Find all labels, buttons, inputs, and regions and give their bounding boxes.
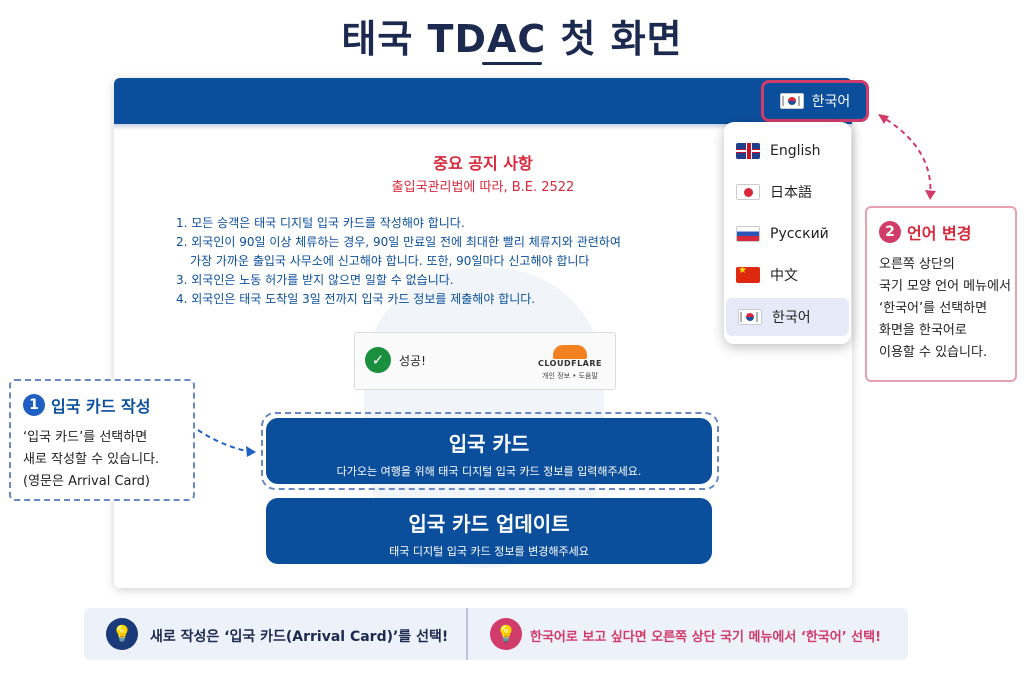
rule-item: 가장 가까운 출입국 사무소에 신고해야 합니다. 또한, 90일마다 신고해야… xyxy=(190,254,590,268)
language-option-label: 日本語 xyxy=(770,185,812,201)
step-number-badge: 1 xyxy=(23,394,45,416)
arrival-card-subtitle: 다가오는 여행을 위해 태국 디지털 입국 카드 정보를 입력해주세요. xyxy=(336,465,642,478)
cloudflare-captcha-widget[interactable]: ✓ 성공! CLOUDFLARE 개인 정보 • 도움말 xyxy=(354,332,616,390)
arrow-head-icon xyxy=(925,190,936,200)
cloudflare-logo: CLOUDFLARE 개인 정보 • 도움말 xyxy=(535,345,605,381)
top-navigation-bar xyxy=(114,78,852,124)
tips-divider xyxy=(466,608,468,660)
language-option-label: 中文 xyxy=(770,268,798,284)
language-button-label: 한국어 xyxy=(811,94,851,110)
page-title: 태국 TDAC 첫 화면 xyxy=(341,17,683,61)
language-option-korean[interactable]: 한국어 xyxy=(726,298,849,336)
callout-language-change: 2 언어 변경 오른쪽 상단의 국기 모양 언어 메뉴에서 ‘한국어’를 선택하면… xyxy=(865,206,1017,382)
language-option-label: Русский xyxy=(770,226,829,242)
update-card-title: 입국 카드 업데이트 xyxy=(408,512,570,536)
lightbulb-icon: 💡 xyxy=(106,618,138,650)
notice-subtitle: 출입국관리법에 따라, B.E. 2522 xyxy=(391,180,575,195)
update-card-subtitle: 태국 디지털 입국 카드 정보를 변경해주세요 xyxy=(389,545,589,558)
captcha-status: 성공! xyxy=(399,354,426,368)
rule-item: 2. 외국인이 90일 이상 체류하는 경우, 90일 만료일 전에 최대한 빨… xyxy=(176,235,621,249)
cloud-icon xyxy=(553,345,587,359)
language-option-chinese[interactable]: 中文 xyxy=(724,256,851,294)
notice-rules-list: 1. 모든 승객은 태국 디지털 입국 카드를 작성해야 합니다. 2. 외국인… xyxy=(176,214,736,309)
callout-body: ‘입국 카드’를 선택하면 새로 작성할 수 있습니다. (영문은 Arriva… xyxy=(23,427,159,493)
language-option-english[interactable]: English xyxy=(724,132,851,170)
callout-line: ‘한국어’를 선택하면 xyxy=(879,301,988,316)
callout-line: (영문은 Arrival Card) xyxy=(23,474,150,489)
rule-item: 1. 모든 승객은 태국 디지털 입국 카드를 작성해야 합니다. xyxy=(176,216,465,230)
arrival-card-button[interactable]: 입국 카드 다가오는 여행을 위해 태국 디지털 입국 카드 정보를 입력해주세… xyxy=(266,418,712,484)
tip-left-text: 새로 작성은 ‘입국 카드(Arrival Card)’를 선택! xyxy=(150,629,449,645)
language-option-japanese[interactable]: 日本語 xyxy=(724,173,851,211)
callout-line: 오른쪽 상단의 xyxy=(879,257,955,272)
callout-line: 화면을 한국어로 xyxy=(879,323,967,338)
arrival-card-highlight xyxy=(261,412,719,490)
korea-flag-icon xyxy=(738,309,762,325)
notice-title: 중요 공지 사항 xyxy=(433,154,533,173)
callout-title: 입국 카드 작성 xyxy=(51,397,151,416)
callout-arrival-card: 1 입국 카드 작성 ‘입국 카드’를 선택하면 새로 작성할 수 있습니다. (… xyxy=(9,379,195,501)
title-underline xyxy=(482,62,542,65)
japan-flag-icon xyxy=(736,184,760,200)
callout-line: ‘입국 카드’를 선택하면 xyxy=(23,430,148,445)
topbar-shadow xyxy=(114,124,852,130)
cloudflare-wordmark: CLOUDFLARE xyxy=(538,359,602,368)
callout-title: 언어 변경 xyxy=(907,224,972,243)
language-selector-button[interactable]: 한국어 xyxy=(761,80,869,122)
rule-item: 4. 외국인은 태국 도착일 3일 전까지 입국 카드 정보를 제출해야 합니다… xyxy=(176,292,536,306)
russia-flag-icon xyxy=(736,226,760,242)
arrow-head-icon xyxy=(878,114,889,124)
callout-line: 국기 모양 언어 메뉴에서 xyxy=(879,279,1011,294)
callout-line: 새로 작성할 수 있습니다. xyxy=(23,452,160,467)
step-number-badge: 2 xyxy=(879,221,901,243)
check-icon: ✓ xyxy=(365,347,391,373)
language-option-label: English xyxy=(770,143,821,159)
uk-flag-icon xyxy=(736,143,760,159)
language-option-russian[interactable]: Русский xyxy=(724,215,851,253)
language-dropdown-menu: English 日本語 Русский 中文 한국어 xyxy=(724,122,851,344)
callout-line: 이용할 수 있습니다. xyxy=(879,345,988,360)
captcha-links[interactable]: 개인 정보 • 도움말 xyxy=(542,372,598,380)
arrival-card-title: 입국 카드 xyxy=(448,432,530,456)
language-option-label: 한국어 xyxy=(772,310,811,326)
lightbulb-icon: 💡 xyxy=(490,618,522,650)
callout-header: 2 언어 변경 xyxy=(879,220,971,244)
callout-header: 1 입국 카드 작성 xyxy=(23,393,150,417)
callout-body: 오른쪽 상단의 국기 모양 언어 메뉴에서 ‘한국어’를 선택하면 화면을 한국… xyxy=(879,254,1011,364)
rule-item: 3. 외국인은 노동 허가를 받지 않으면 일할 수 없습니다. xyxy=(176,273,454,287)
tip-right-text: 한국어로 보고 싶다면 오른쪽 상단 국기 메뉴에서 ‘한국어’ 선택! xyxy=(530,630,882,645)
china-flag-icon xyxy=(736,265,760,283)
arrow-to-language-button xyxy=(883,117,932,199)
korea-flag-icon xyxy=(779,93,804,109)
update-card-button[interactable]: 입국 카드 업데이트 태국 디지털 입국 카드 정보를 변경해주세요 xyxy=(266,498,712,564)
